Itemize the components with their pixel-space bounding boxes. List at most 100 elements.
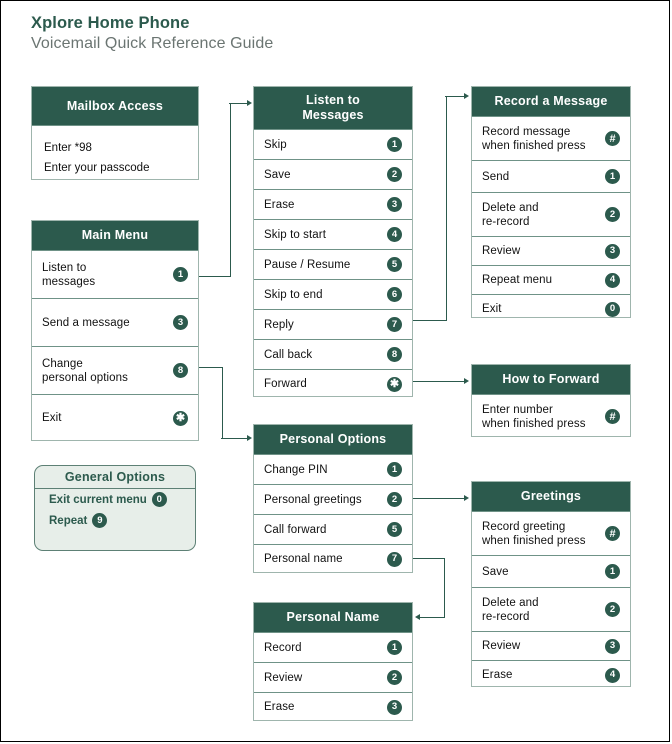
- row-key-badge: 3: [387, 197, 402, 212]
- table-row[interactable]: Delete and re-record 2: [472, 192, 630, 236]
- row-key-badge: 8: [387, 347, 402, 362]
- connector-arrow-personal-options: [247, 435, 252, 441]
- row-label: Send a message: [42, 316, 130, 329]
- row-label: Call forward: [264, 523, 327, 536]
- table-row[interactable]: Call back 8: [254, 339, 412, 369]
- panel-general-options-title: General Options: [35, 466, 195, 489]
- table-row[interactable]: Record greeting when finished press #: [472, 511, 630, 555]
- table-row[interactable]: Pause / Resume 5: [254, 249, 412, 279]
- table-row[interactable]: Skip to start 4: [254, 219, 412, 249]
- row-key-badge: 5: [387, 522, 402, 537]
- table-row[interactable]: Exit 0: [472, 294, 630, 323]
- table-row[interactable]: Erase 3: [254, 692, 412, 721]
- row-label: Review: [482, 245, 521, 257]
- row-key-badge: 7: [387, 317, 402, 332]
- row-key-badge: 3: [605, 243, 620, 259]
- row-key-badge: 9: [92, 513, 108, 528]
- connector-mainmenu-personal-seg2: [221, 367, 223, 439]
- table-row[interactable]: Review 2: [254, 662, 412, 692]
- table-row[interactable]: Delete and re-record 2: [472, 587, 630, 631]
- table-row[interactable]: Skip to end 6: [254, 279, 412, 309]
- table-row[interactable]: Personal greetings 2: [254, 484, 412, 514]
- row-key-badge: 1: [173, 267, 188, 282]
- table-row[interactable]: Erase 3: [254, 189, 412, 219]
- table-row[interactable]: Change PIN 1: [254, 454, 412, 484]
- row-key-badge: 4: [605, 272, 620, 288]
- panel-record-a-message: Record a Message Record message when fin…: [471, 86, 631, 318]
- connector-mainmenu-personal-seg3: [221, 438, 249, 440]
- row-key-badge: 5: [387, 257, 402, 272]
- panel-record-a-message-title: Record a Message: [472, 87, 630, 116]
- table-row[interactable]: Enter number when finished press #: [472, 394, 630, 438]
- page-header: Xplore Home Phone Voicemail Quick Refere…: [31, 13, 273, 55]
- table-row[interactable]: Exit ✱: [32, 394, 198, 441]
- table-row[interactable]: Review 3: [472, 236, 630, 265]
- connector-greetings: [413, 498, 466, 500]
- row-key-badge: 3: [605, 638, 620, 654]
- connector-mainmenu-listen-seg1: [199, 276, 231, 278]
- row-key-badge: ✱: [173, 410, 188, 426]
- table-row[interactable]: Record message when finished press #: [472, 116, 630, 160]
- row-label: Record: [264, 641, 302, 654]
- table-row[interactable]: Listen to messages 1: [32, 250, 198, 298]
- connector-mainmenu-listen-seg2: [229, 103, 231, 277]
- table-row[interactable]: Record 1: [254, 632, 412, 662]
- row-label: Skip: [264, 138, 287, 151]
- row-label: Delete and re-record: [482, 596, 539, 623]
- table-row[interactable]: Change personal options 8: [32, 346, 198, 394]
- table-row[interactable]: Skip 1: [254, 129, 412, 159]
- table-row[interactable]: Send 1: [472, 160, 630, 192]
- table-row[interactable]: Send a message 3: [32, 298, 198, 346]
- row-label: Save: [482, 565, 509, 578]
- panel-personal-name: Personal Name Record 1 Review 2 Erase 3: [253, 602, 413, 721]
- row-key-badge: #: [605, 409, 620, 424]
- row-label: Skip to end: [264, 288, 323, 301]
- page-subtitle: Voicemail Quick Reference Guide: [31, 35, 274, 52]
- row-label: Delete and re-record: [482, 201, 539, 228]
- row-key-badge: 4: [605, 667, 620, 683]
- panel-personal-name-title: Personal Name: [254, 603, 412, 632]
- connector-arrow-personal-name: [415, 614, 420, 620]
- panel-greetings-title: Greetings: [472, 482, 630, 511]
- row-label: Change personal options: [42, 357, 128, 384]
- connector-arrow-record-message: [464, 93, 469, 99]
- panel-personal-options: Personal Options Change PIN 1 Personal g…: [253, 424, 413, 573]
- table-row[interactable]: Repeat menu 4: [472, 265, 630, 294]
- row-label: Pause / Resume: [264, 258, 351, 271]
- table-row[interactable]: Save 1: [472, 555, 630, 587]
- table-row[interactable]: Reply 7: [254, 309, 412, 339]
- connector-mainmenu-listen-seg3: [229, 103, 249, 105]
- table-row[interactable]: Personal name 7: [254, 544, 412, 573]
- table-row[interactable]: Call forward 5: [254, 514, 412, 544]
- table-row[interactable]: Save 2: [254, 159, 412, 189]
- panel-how-to-forward: How to Forward Enter number when finishe…: [471, 364, 631, 437]
- connector-arrow-listen: [247, 100, 252, 106]
- row-key-badge: 1: [387, 137, 402, 152]
- row-key-badge: 1: [387, 640, 402, 655]
- panel-mailbox-access-body: Enter *98 Enter your passcode: [32, 125, 198, 180]
- row-label: Review: [482, 640, 521, 652]
- connector-mainmenu-personal-seg1: [199, 367, 223, 369]
- row-key-badge: 0: [605, 301, 620, 317]
- row-label: Forward: [264, 378, 307, 390]
- row-label: Review: [264, 671, 303, 684]
- row-key-badge: 2: [605, 207, 620, 222]
- row-label: Enter number when finished press: [482, 403, 586, 430]
- row-label: Listen to messages: [42, 261, 96, 288]
- row-key-badge: 1: [605, 564, 620, 579]
- row-key-badge: 0: [151, 492, 167, 507]
- row-key-badge: 2: [387, 167, 402, 182]
- row-key-badge: 1: [605, 169, 620, 184]
- connector-arrow-greetings: [464, 495, 469, 501]
- connector-reply-record-seg2: [445, 96, 447, 321]
- row-label: Repeat: [49, 514, 88, 527]
- connector-personalname-seg1: [413, 558, 445, 560]
- list-item[interactable]: Exit current menu 0: [35, 489, 195, 510]
- list-item[interactable]: Repeat 9: [35, 510, 195, 531]
- table-row[interactable]: Review 3: [472, 631, 630, 660]
- panel-listen-to-messages: Listen to Messages Skip 1 Save 2 Erase 3…: [253, 86, 413, 397]
- row-label: Record message when finished press: [482, 125, 586, 152]
- table-row[interactable]: Forward ✱: [254, 369, 412, 398]
- row-label: Change PIN: [264, 463, 328, 476]
- table-row[interactable]: Erase 4: [472, 660, 630, 689]
